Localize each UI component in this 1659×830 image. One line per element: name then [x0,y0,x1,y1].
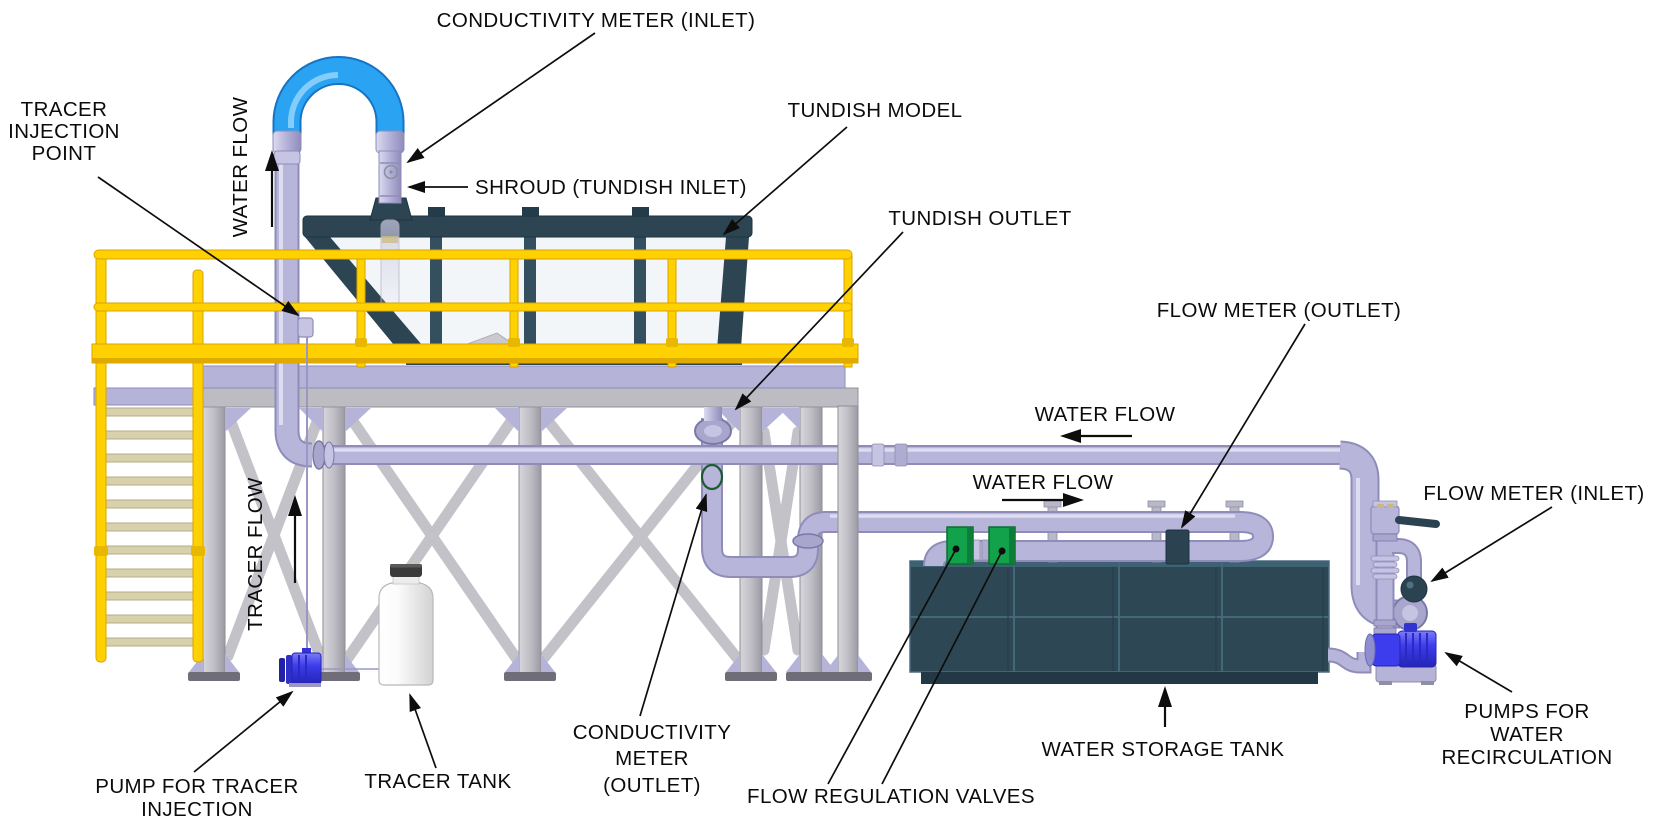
flow-meter-outlet-box [1165,529,1190,565]
label-tracer-injection-2: INJECTION [8,120,120,143]
conductivity-probe-port [383,164,399,180]
label-tracer-injection-1: TRACER [21,98,108,121]
access-ladder [94,251,205,663]
label-water-storage-tank: WATER STORAGE TANK [1042,738,1285,761]
railing-top-rail [93,249,853,260]
pump-discharge-assembly [1370,500,1440,635]
flow-meter-inlet-sphere [1400,575,1428,603]
label-tracer-pump-1: PUMP FOR TRACER [95,775,298,798]
label-cond-outlet-1: CONDUCTIVITY [573,721,732,744]
label-tracer-pump-2: INJECTION [141,798,253,821]
shroud-submerged [380,219,400,311]
ladder-rail-left [95,251,107,663]
tracer-pump [279,648,322,687]
outlet-pipe-run [694,407,1275,578]
label-water-flow-inlet: WATER FLOW [229,96,252,237]
label-tundish-model: TUNDISH MODEL [788,99,963,122]
water-storage-tank [909,560,1330,684]
tundish-model [302,197,753,365]
label-recirc-2: WATER [1490,723,1564,746]
shroud-pipe [378,150,402,204]
ladder-rail-right [192,269,204,663]
railing-mid-rail [93,302,853,312]
front-right-leg [824,405,872,681]
pump-motor [1397,630,1437,668]
tracer-system [279,337,434,687]
label-cond-outlet-2: METER [615,747,689,770]
label-water-flow-supply: WATER FLOW [973,471,1114,494]
bellows-coupling [1370,555,1400,580]
label-recirc-3: RECIRCULATION [1441,746,1612,769]
label-tundish-outlet: TUNDISH OUTLET [888,207,1071,230]
pump-housing [1371,633,1401,667]
labels: CONDUCTIVITY METER (INLET) TRACER INJECT… [8,9,1644,821]
label-flow-meter-inlet: FLOW METER (INLET) [1423,482,1644,505]
label-conductivity-meter-inlet: CONDUCTIVITY METER (INLET) [437,9,756,32]
label-water-flow-return: WATER FLOW [1035,403,1176,426]
label-flow-regulation-valves: FLOW REGULATION VALVES [747,785,1035,808]
label-tracer-tank: TRACER TANK [364,770,511,793]
label-recirc-1: PUMPS FOR [1464,700,1589,723]
recirculation-pump-group [1327,623,1437,685]
tracer-injection-fitting [297,317,314,338]
leader-lines [97,32,1553,785]
isolation-valve-body [1370,505,1400,535]
label-shroud: SHROUD (TUNDISH INLET) [475,176,747,199]
isolation-valve-lever [1395,516,1440,528]
label-tracer-flow: TRACER FLOW [244,477,267,631]
label-tracer-injection-3: POINT [32,142,97,165]
tracer-tank [378,564,434,686]
inlet-hose-arch [274,58,403,135]
tundish-right-wall [716,237,749,362]
tundish-left-wall [305,237,428,362]
flow-regulation-valves [946,526,1016,565]
tank-base [921,672,1318,684]
landing-plate [93,387,203,406]
label-flow-meter-outlet: FLOW METER (OUTLET) [1157,299,1401,322]
conductivity-meter-outlet-marker [700,463,724,491]
label-cond-outlet-3: (OUTLET) [603,774,701,797]
